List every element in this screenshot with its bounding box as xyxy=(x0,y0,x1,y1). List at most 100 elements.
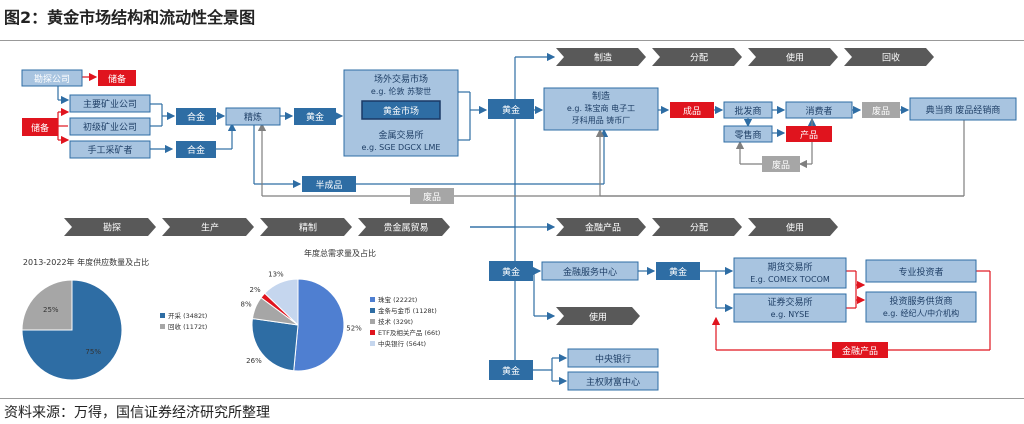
mid-right-chevron-1 xyxy=(652,218,742,236)
investment-service-box xyxy=(865,291,977,323)
pie2-slice-4 xyxy=(264,278,299,327)
manufacture-title: 制造 xyxy=(592,90,610,102)
gold-label-1: 黄金 xyxy=(306,111,324,123)
demand-pie-legend: 珠宝 (2222t) 金条与金币 (1128t) 技术 (329t) ETF及相关产品… xyxy=(370,295,440,348)
investment-service-example: e.g. 经纪人/中介机构 xyxy=(883,308,959,318)
demand-pie-chart: 年度总需求量及占比 52%26%8%2%13% xyxy=(241,248,376,372)
consumer-label: 消费者 xyxy=(805,105,832,117)
consumer-box xyxy=(785,101,853,119)
mid-left-chevron-0 xyxy=(64,218,156,236)
manufacture-example-2: 牙科用品 铸币厂 xyxy=(572,115,631,125)
sovereign-wealth-box xyxy=(567,371,659,391)
pie2legend-swatch-2 xyxy=(370,319,375,324)
pie2legend-label-0: 珠宝 (2222t) xyxy=(378,295,417,304)
stock-exchange-example: e.g. NYSE xyxy=(771,310,810,319)
product-box xyxy=(786,126,832,142)
futures-exchange-box xyxy=(733,257,847,289)
retailer-box xyxy=(723,125,773,143)
mid-right-chevron-label-1: 分配 xyxy=(690,223,708,234)
use-chevron-mid xyxy=(556,307,640,325)
gold-label-4: 黄金 xyxy=(669,266,687,278)
top-chevron-label-0: 制造 xyxy=(594,52,612,64)
gold-market-label: 黄金市场 xyxy=(383,105,419,117)
pie1legend-label-1: 回收 (1172t) xyxy=(168,322,207,331)
exploration-company-label: 勘探公司 xyxy=(34,73,70,85)
pie2legend-label-4: 中央银行 (564t) xyxy=(378,339,426,348)
pie2-slice-label-3: 2% xyxy=(250,286,261,294)
gold-box-1 xyxy=(294,108,336,125)
exchange-example: e.g. SGE DGCX LME xyxy=(362,143,441,152)
scrap-label-2: 废品 xyxy=(772,159,790,171)
gold-label-3: 黄金 xyxy=(502,266,520,278)
gold-label-5: 黄金 xyxy=(502,365,520,377)
reserve-box-2 xyxy=(22,118,58,136)
pie2-slice-label-4: 13% xyxy=(268,270,284,278)
supply-pie-chart: 2013-2022年 年度供应数量及占比 75%25% xyxy=(21,257,149,381)
otc-title: 场外交易市场 xyxy=(374,73,428,85)
finished-product-label: 成品 xyxy=(683,105,701,117)
pie2-slice-label-2: 8% xyxy=(241,301,252,309)
bottom-divider xyxy=(0,398,1024,399)
gold-box-2 xyxy=(488,99,534,119)
mid-right-chevron-label-0: 金融产品 xyxy=(585,222,621,234)
gold-box-3 xyxy=(489,261,533,281)
reserve-box-1 xyxy=(98,70,136,86)
pie1legend-label-0: 开采 (3482t) xyxy=(168,311,207,320)
supply-pie-legend: 开采 (3482t) 回收 (1172t) xyxy=(160,311,207,331)
figure-title: 图2：黄金市场结构和流动性全景图 xyxy=(4,8,256,27)
sovereign-wealth-label: 主权财富中心 xyxy=(586,376,640,388)
mid-right-chevron-0 xyxy=(556,218,646,236)
mid-right-chevron-2 xyxy=(748,218,838,236)
mid-chevron-row-right: 金融产品 分配 使用 xyxy=(556,218,838,236)
stock-exchange-title: 证券交易所 xyxy=(767,296,812,308)
product-label: 产品 xyxy=(800,129,818,141)
central-bank-label: 中央银行 xyxy=(595,353,631,365)
mid-left-chevron-label-1: 生产 xyxy=(201,222,219,234)
alloy-box-2 xyxy=(176,141,216,158)
manufacture-example-1: e.g. 珠宝商 电子工 xyxy=(567,103,635,113)
financial-product-red-label: 金融产品 xyxy=(842,345,878,357)
mid-left-chevron-label-2: 精制 xyxy=(299,222,317,234)
gold-box-5 xyxy=(489,360,533,380)
mid-left-chevron-1 xyxy=(162,218,254,236)
top-divider xyxy=(0,40,1024,41)
top-chevron-label-1: 分配 xyxy=(690,53,708,64)
pie2legend-label-1: 金条与金币 (1128t) xyxy=(378,306,437,315)
artisanal-miner-label: 手工采矿者 xyxy=(87,144,132,156)
mid-chevron-row-left: 勘探生产精制贵金属贸易 xyxy=(64,218,450,236)
pie2-slice-0 xyxy=(293,278,345,372)
pie1-slice-0 xyxy=(21,279,123,381)
otc-example: e.g. 伦敦 苏黎世 xyxy=(371,86,431,96)
scrap-label-long: 废品 xyxy=(423,191,441,203)
pie1-slice-label-0: 75% xyxy=(85,348,101,356)
mid-right-chevron-label-2: 使用 xyxy=(786,222,804,234)
major-mining-box xyxy=(69,94,151,113)
mid-left-chevron-label-0: 勘探 xyxy=(103,222,121,234)
financial-center-box xyxy=(541,261,639,281)
top-chevron-0 xyxy=(556,48,646,66)
supply-pie-title: 2013-2022年 年度供应数量及占比 xyxy=(23,257,149,267)
pie2legend-swatch-1 xyxy=(370,308,375,313)
financial-center-label: 金融服务中心 xyxy=(563,266,617,278)
use-chevron-mid-label: 使用 xyxy=(589,311,607,323)
top-chevron-label-3: 回收 xyxy=(882,52,900,64)
pie2legend-label-3: ETF及相关产品 (66t) xyxy=(378,328,440,337)
manufacture-box xyxy=(543,87,659,131)
top-chevron-3 xyxy=(844,48,934,66)
top-chevron-label-2: 使用 xyxy=(786,52,804,64)
pie2-slice-label-0: 52% xyxy=(346,325,362,333)
refining-box xyxy=(225,107,281,126)
financial-product-red-box xyxy=(832,342,888,358)
pie2legend-label-2: 技术 (329t) xyxy=(378,317,413,326)
artisanal-miner-box xyxy=(69,140,151,159)
wholesaler-label: 批发商 xyxy=(734,105,761,117)
pie2-slice-label-1: 26% xyxy=(246,357,262,365)
investment-service-title: 投资服务供货商 xyxy=(889,295,952,307)
mid-left-chevron-2 xyxy=(260,218,352,236)
retailer-label: 零售商 xyxy=(734,129,761,141)
pie2-slice-1 xyxy=(251,318,299,372)
finished-product-box xyxy=(670,102,714,118)
reserve-label-2: 储备 xyxy=(31,122,49,134)
scrap-box-long xyxy=(410,188,454,204)
exchange-title: 金属交易所 xyxy=(378,129,423,141)
